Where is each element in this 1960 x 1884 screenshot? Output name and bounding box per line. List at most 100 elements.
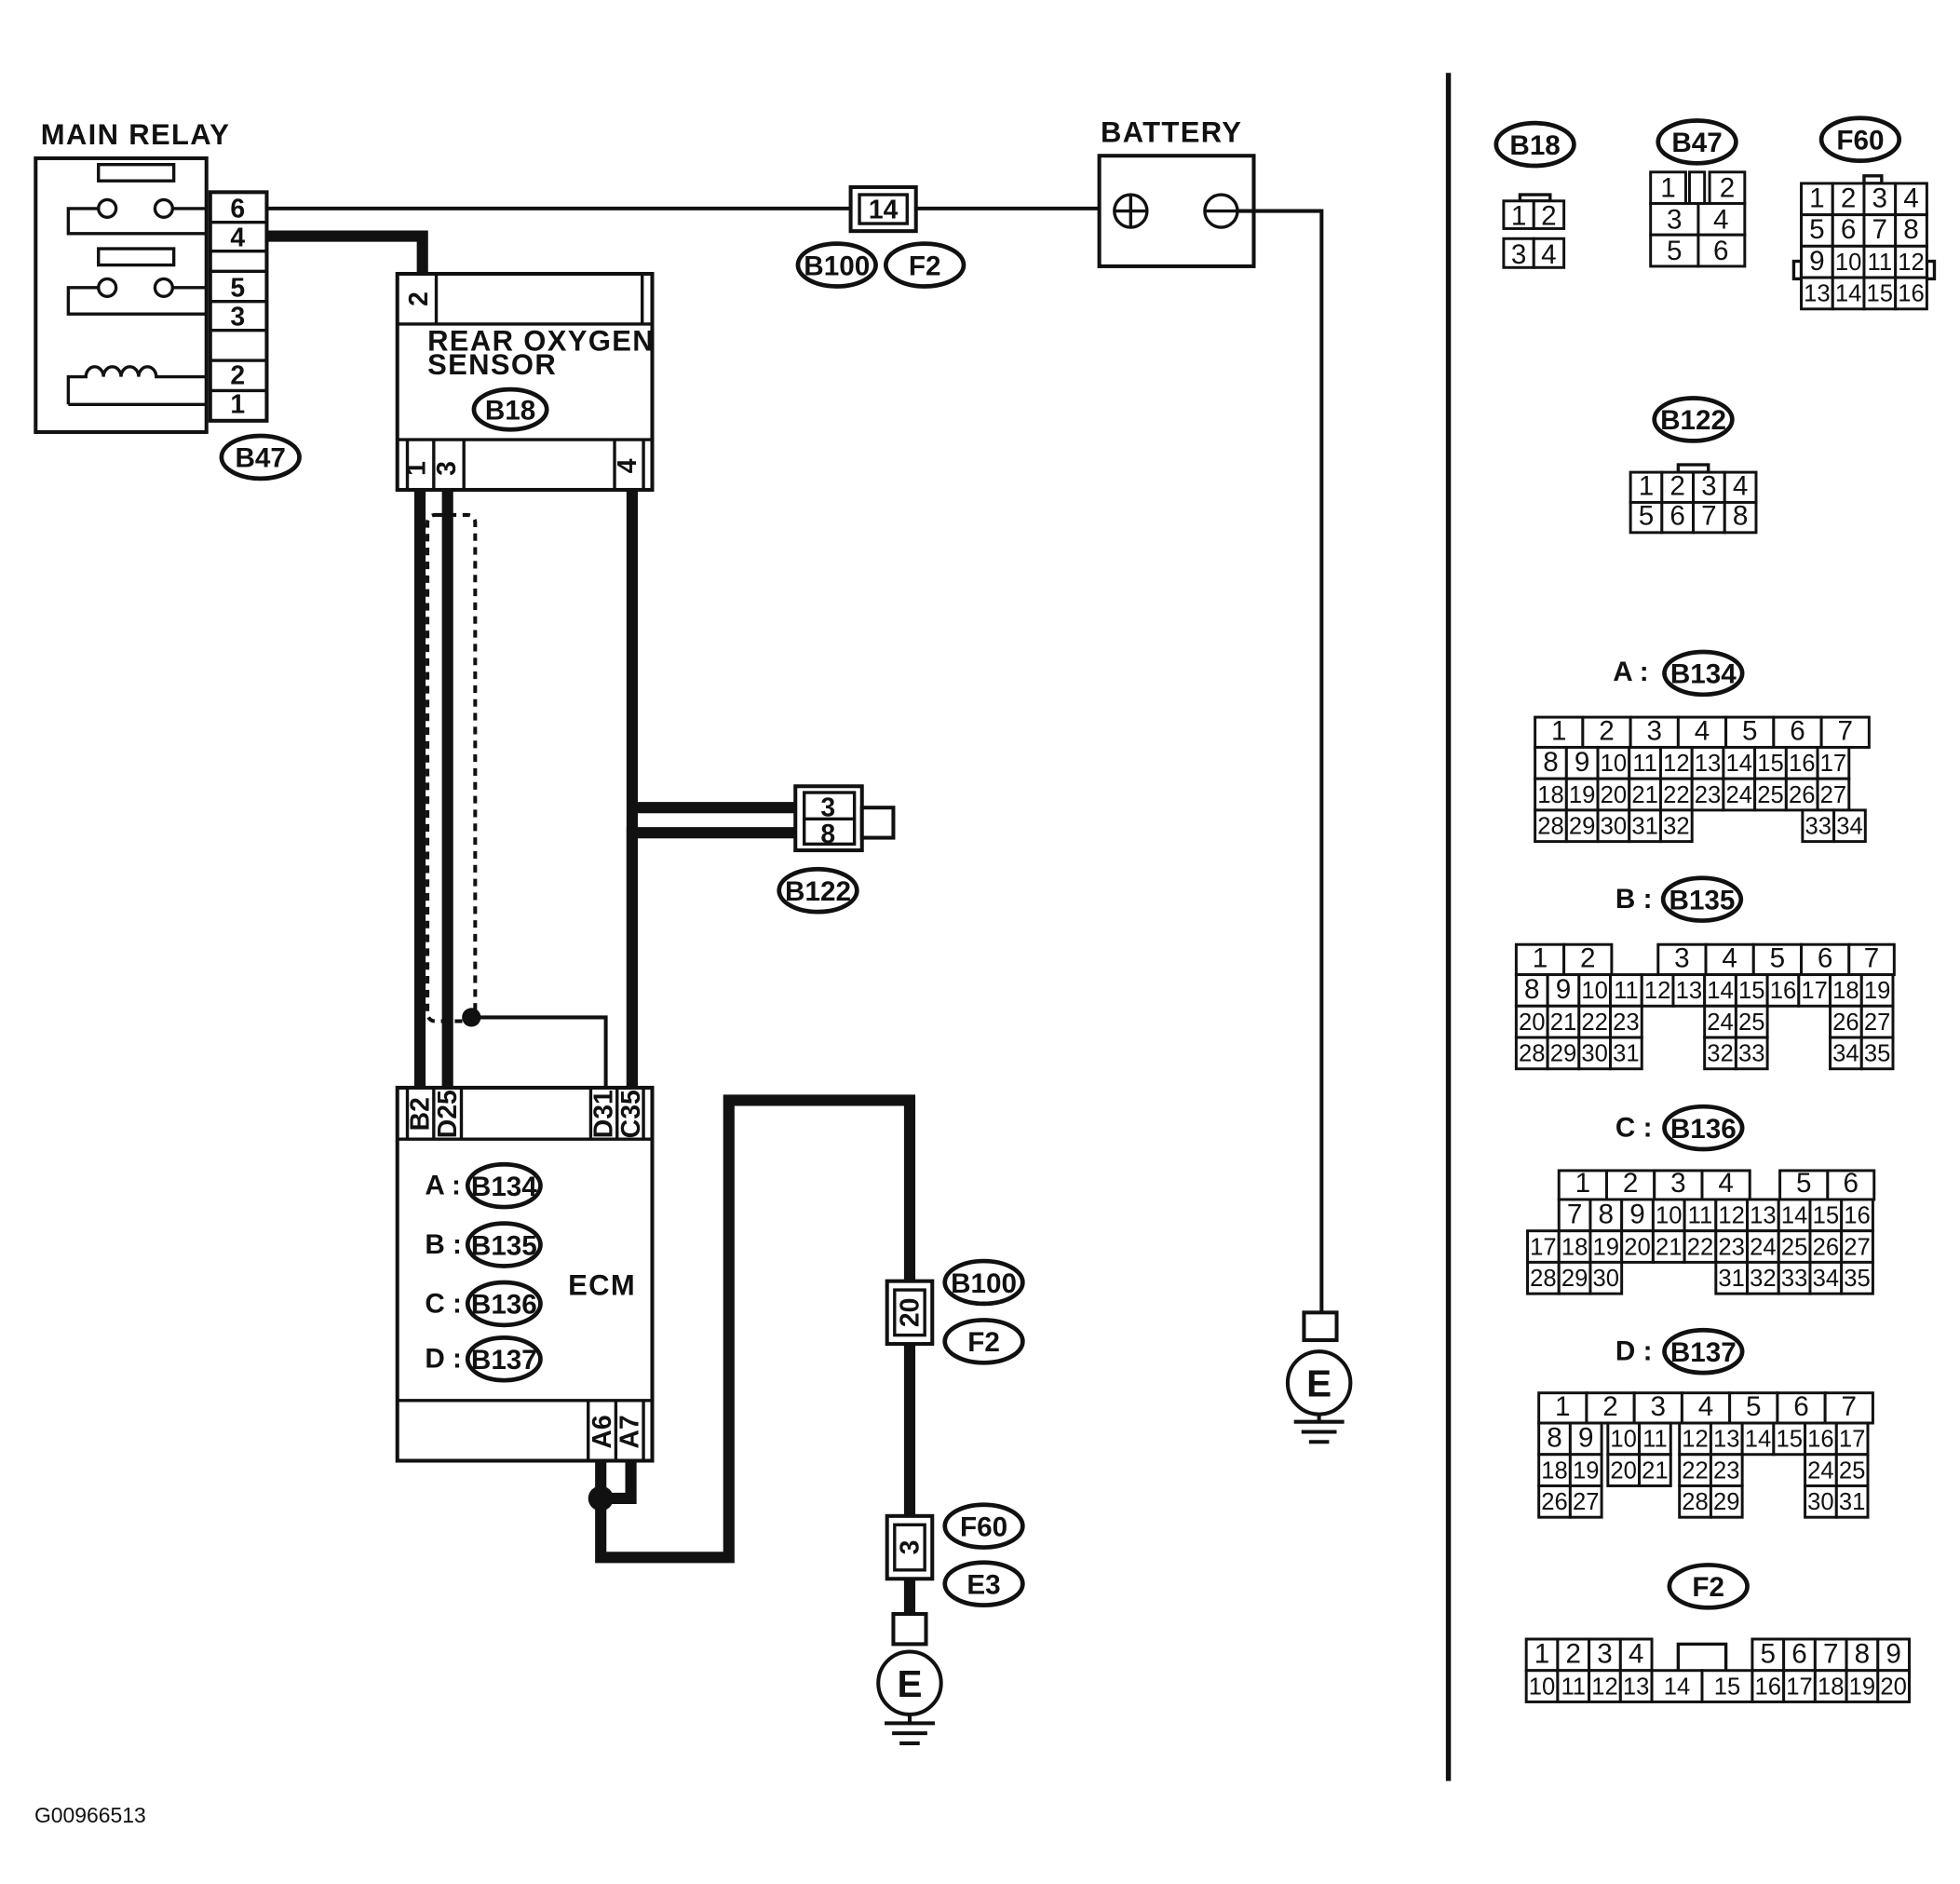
junction-b100-pin-20: 20 [885, 1279, 935, 1347]
svg-text:F60: F60 [1836, 125, 1884, 156]
pin-number: 25 [1757, 782, 1784, 808]
ecm-connector-b: B : B135 [425, 1221, 543, 1268]
pin-number: 35 [1844, 1266, 1870, 1292]
pin-number: 26 [1832, 1010, 1859, 1036]
pin-number: 28 [1682, 1489, 1709, 1515]
pin-number: 28 [1537, 814, 1563, 840]
pin-number: 4 [1733, 470, 1748, 501]
svg-text:B137: B137 [1670, 1337, 1737, 1368]
pin-number: 11 [1868, 250, 1893, 276]
rear-oxygen-sensor-label-2: SENSOR [427, 348, 557, 381]
ecm-pin-a6: A6 [588, 1415, 617, 1448]
svg-text:2: 2 [1720, 173, 1735, 204]
svg-text:B47: B47 [1671, 128, 1722, 158]
pin-number: 10 [1529, 1674, 1555, 1700]
pin-number: 19 [1573, 1457, 1599, 1484]
pin-cell [1638, 1453, 1672, 1487]
pin-cell [1658, 745, 1694, 780]
pin-number: 7 [1837, 715, 1852, 746]
pin-number: 4 [1718, 1168, 1733, 1199]
pin-number: 19 [1569, 782, 1596, 808]
svg-text:6: 6 [1713, 236, 1728, 266]
pin-cell [1772, 1421, 1807, 1457]
pin-number: 3 [1872, 183, 1887, 214]
pin-number: 29 [1569, 814, 1596, 840]
pin-number: 15 [1813, 1203, 1839, 1229]
pin-number: 30 [1807, 1489, 1834, 1515]
pin-cell [1776, 1391, 1827, 1425]
pin-number: 31 [1613, 1041, 1640, 1067]
pin-number: 3 [1701, 470, 1716, 501]
pin-number: 21 [1642, 1457, 1668, 1484]
pin-number: 14 [1707, 978, 1734, 1004]
pin-number: 24 [1807, 1457, 1834, 1484]
pin-number: 5 [1639, 501, 1654, 532]
pin-cell [1829, 1004, 1863, 1039]
pin-cell [1840, 1229, 1874, 1264]
pin-number: 31 [1718, 1266, 1745, 1292]
relay-pin-6: 6 [230, 194, 245, 224]
pin-number: 6 [1790, 715, 1805, 746]
pin-cell [1723, 500, 1758, 535]
pin-number: 11 [1642, 1427, 1668, 1453]
pin-cell [1524, 1637, 1560, 1673]
pin-number: 5 [1809, 214, 1825, 245]
pin-number: 19 [1864, 978, 1890, 1004]
pin-number: 16 [1898, 281, 1925, 307]
ecm-connector-c: C : B136 [425, 1280, 543, 1328]
pin-cell [1724, 715, 1776, 749]
pin-cell [1800, 276, 1834, 311]
pin-number: 18 [1561, 1234, 1588, 1260]
pin-number: 4 [1722, 942, 1737, 973]
svg-text:A :: A : [1613, 657, 1648, 687]
pin-number: 26 [1813, 1234, 1839, 1260]
pin-number: 9 [1556, 974, 1572, 1005]
svg-text:F2: F2 [967, 1327, 1000, 1358]
pin-cell [1568, 1484, 1603, 1519]
ecm-pin-b2: B2 [405, 1097, 435, 1131]
pin-cell [1723, 470, 1758, 504]
pin-number: 22 [1581, 1010, 1607, 1036]
connector-tag-b47: B47 [219, 433, 302, 481]
pin-number: 11 [1561, 1674, 1586, 1700]
pin-cell [1834, 1484, 1870, 1519]
pin-number: 34 [1813, 1266, 1839, 1292]
svg-text:B122: B122 [1660, 405, 1726, 436]
pin-number: 7 [1872, 214, 1887, 245]
pin-number: 23 [1718, 1234, 1745, 1260]
pin-cell [1629, 500, 1664, 535]
svg-text:4: 4 [1541, 239, 1556, 270]
pin-number: 18 [1832, 978, 1859, 1004]
pin-number: 23 [1695, 782, 1721, 808]
svg-text:B18: B18 [1509, 130, 1560, 161]
svg-text:C :: C : [1615, 1113, 1653, 1144]
pin-number: 1 [1555, 1391, 1570, 1422]
pin-cell [1609, 1004, 1643, 1039]
pin-number: 18 [1537, 782, 1563, 808]
pin-number: 5 [1742, 715, 1757, 746]
connector-tag-b100-top: B100 [795, 241, 878, 289]
pin-number: 13 [1676, 978, 1703, 1004]
pin-number: 31 [1839, 1489, 1866, 1515]
pin-number: 19 [1593, 1234, 1620, 1260]
pin-cell [1526, 1229, 1561, 1264]
pin-number: 16 [1770, 978, 1797, 1004]
pin-number: 14 [1726, 751, 1753, 777]
rear-oxygen-sensor-label-1: REAR OXYGEN [427, 324, 655, 357]
pin-cell [1714, 1260, 1750, 1295]
pin-number: 11 [1614, 978, 1639, 1004]
pin-cell [1894, 276, 1928, 311]
pin-number: 33 [1781, 1266, 1807, 1292]
relay-pin-1: 1 [230, 390, 245, 420]
pin-cell [1765, 973, 1801, 1008]
pin-cell [1829, 1036, 1863, 1071]
pin-number: 4 [1903, 183, 1918, 214]
pin-number: 30 [1593, 1266, 1620, 1292]
pin-cell [1859, 1036, 1895, 1071]
pin-number: 17 [1530, 1234, 1557, 1260]
pin-number: 17 [1801, 978, 1828, 1004]
pin-number: 14 [1745, 1427, 1771, 1453]
